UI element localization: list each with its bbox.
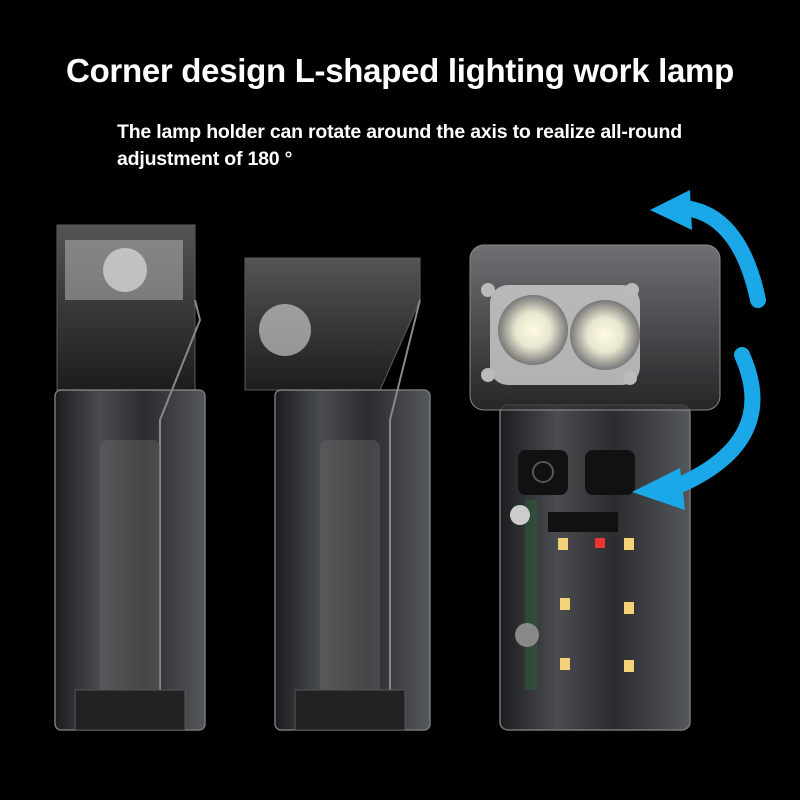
led-right bbox=[570, 300, 640, 370]
power-button bbox=[518, 450, 568, 495]
lamp-folded-left bbox=[54, 224, 206, 731]
lamp-folded-middle bbox=[244, 257, 431, 731]
lamp-open-right bbox=[469, 244, 721, 731]
sensor-button bbox=[585, 450, 635, 495]
subheading: The lamp holder can rotate around the ax… bbox=[117, 121, 682, 170]
rotation-arrow-top bbox=[650, 190, 766, 308]
rotation-arrow-bottom bbox=[632, 347, 761, 510]
led-left bbox=[498, 295, 568, 365]
heading: Corner design L-shaped lighting work lam… bbox=[66, 52, 734, 89]
